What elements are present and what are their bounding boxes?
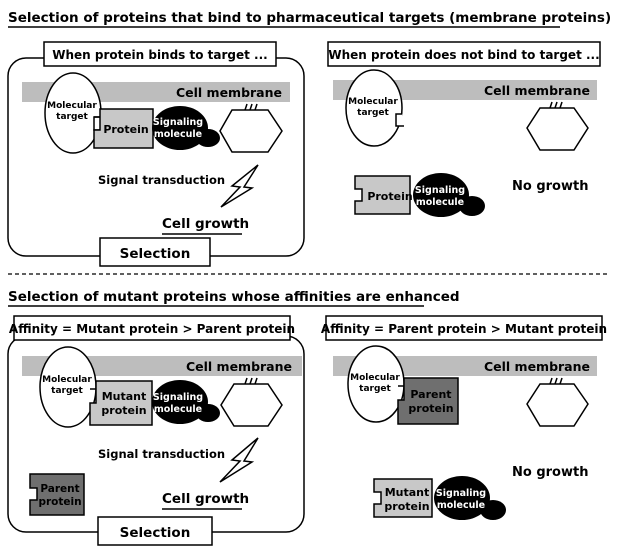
s1-left-selection-box	[99, 237, 211, 267]
s2-left-outcome: Cell growth	[162, 491, 249, 507]
s2-left-header: Affinity = Mutant protein > Parent prote…	[9, 322, 295, 336]
s1-right-membrane-label: Cell membrane	[484, 83, 590, 98]
s1-right-outcome: No growth	[512, 179, 588, 194]
s2-left-panel: Affinity = Mutant protein > Parent prote…	[7, 315, 305, 546]
s1-right-molecular-target	[345, 69, 403, 147]
s2-right-protein-label-2: protein	[408, 402, 453, 415]
s1-right-signaling-label-1: Signaling	[415, 185, 465, 196]
s2-right-signaling-molecule	[434, 476, 490, 520]
s1-right-header: When protein does not bind to target ...	[328, 48, 599, 62]
s2-right-outcome: No growth	[512, 465, 588, 480]
s2-left-free-protein-label-2: protein	[38, 496, 81, 508]
s1-right-target-label-2: target	[357, 108, 389, 118]
s2-right-signaling-label-2: molecule	[437, 500, 485, 511]
s1-left-target-label-1: Molecular	[47, 101, 97, 111]
s1-left-target-label-2: target	[56, 112, 88, 122]
s2-left-signaling-blob	[196, 404, 220, 422]
s2-right-membrane-label: Cell membrane	[484, 359, 590, 374]
s2-right-free-protein-label-2: protein	[384, 500, 429, 513]
s2-right-receptor	[526, 383, 589, 427]
s1-right-signaling-label-2: molecule	[416, 197, 464, 208]
s1-left-receptor-tick	[244, 103, 258, 111]
s1-left-panel: When protein binds to target ... Cell me…	[7, 41, 305, 267]
s1-left-header: When protein binds to target ...	[52, 48, 267, 62]
s1-right-protein	[354, 175, 411, 215]
s2-right-signaling-label-1: Signaling	[436, 488, 486, 499]
s1-left-signaling-blob	[196, 129, 220, 147]
s2-right-signaling-blob	[480, 500, 506, 520]
s2-right-free-protein-label-1: Mutant	[385, 486, 430, 499]
s1-right-signaling-molecule	[413, 173, 469, 217]
s2-left-signaling-label-2: molecule	[154, 404, 202, 415]
s1-left-protein-label: Protein	[103, 123, 148, 136]
s1-left-lightning-icon	[220, 164, 259, 208]
s2-left-free-protein	[29, 473, 85, 516]
s2-left-target-label-1: Molecular	[42, 375, 92, 385]
s2-right-protein	[397, 377, 459, 425]
s2-left-selection-box	[97, 516, 213, 546]
s1-left-signaling-label-1: Signaling	[153, 117, 203, 128]
s1-left-protein	[93, 108, 154, 149]
s2-right-free-protein	[373, 478, 433, 518]
s2-right-protein-label-1: Parent	[410, 388, 451, 401]
s2-left-membrane-label: Cell membrane	[186, 359, 292, 374]
s1-left-membrane-label: Cell membrane	[176, 85, 282, 100]
s2-left-header-box	[13, 315, 291, 341]
s2-left-free-protein-label-1: Parent	[40, 483, 79, 495]
s2-left-receptor-tick	[244, 377, 258, 385]
section1-title: Selection of proteins that bind to pharm…	[8, 10, 611, 26]
s1-left-signaling-molecule	[152, 106, 208, 150]
s1-right-target-label-1: Molecular	[348, 97, 398, 107]
s1-right-signaling-blob	[459, 196, 485, 216]
s2-right-receptor-tick	[549, 377, 563, 385]
s2-left-protein	[89, 380, 153, 426]
section2-title: Selection of mutant proteins whose affin…	[8, 289, 460, 305]
s1-left-receptor	[219, 109, 283, 153]
s1-left-header-box	[43, 41, 277, 67]
s2-left-selection: Selection	[120, 525, 191, 541]
s1-left-outcome: Cell growth	[162, 216, 249, 232]
s1-left-signal-transduction: Signal transduction	[98, 173, 225, 187]
s2-left-lightning-icon	[219, 437, 259, 483]
s2-left-signaling-molecule	[152, 380, 208, 424]
s2-right-panel: Affinity = Parent protein > Mutant prote…	[321, 315, 607, 520]
s2-right-target-label-1: Molecular	[350, 373, 400, 383]
s1-right-protein-label: Protein	[367, 190, 412, 203]
s2-right-target-label-2: target	[359, 384, 391, 394]
s2-left-target-label-2: target	[51, 386, 83, 396]
s1-left-signaling-label-2: molecule	[154, 129, 202, 140]
s2-left-signal-transduction: Signal transduction	[98, 447, 225, 461]
s2-left-protein-label-2: protein	[101, 404, 146, 417]
s2-right-header: Affinity = Parent protein > Mutant prote…	[321, 322, 607, 336]
s2-left-protein-label-1: Mutant	[102, 390, 147, 403]
s2-left-signaling-label-1: Signaling	[153, 392, 203, 403]
s1-right-receptor-tick	[549, 101, 563, 109]
s1-right-header-box	[327, 41, 601, 67]
s1-left-selection: Selection	[120, 246, 191, 262]
s1-right-panel: When protein does not bind to target ...…	[327, 41, 601, 217]
s2-right-header-box	[325, 315, 603, 341]
s1-right-target-socket	[395, 113, 404, 127]
s1-right-receptor	[526, 107, 589, 151]
s2-left-receptor	[220, 383, 283, 427]
